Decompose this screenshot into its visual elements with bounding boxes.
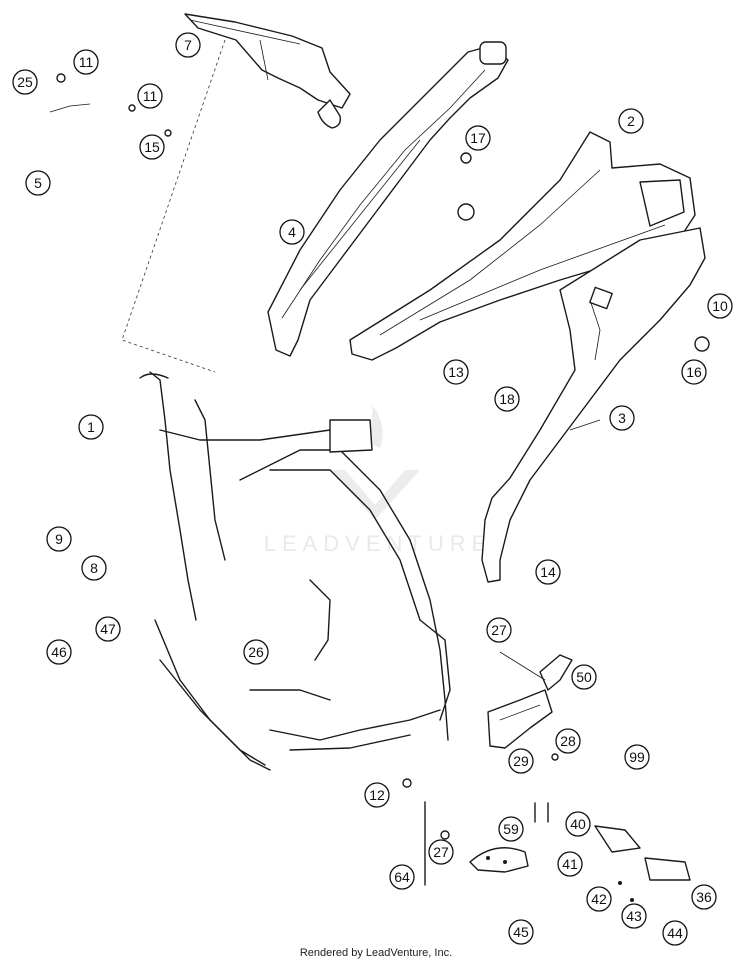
svg-text:11: 11 bbox=[143, 88, 158, 104]
callout-17[interactable]: 17 bbox=[465, 125, 491, 151]
callout-27-second[interactable]: 27 bbox=[428, 839, 454, 865]
callout-13[interactable]: 13 bbox=[443, 359, 469, 385]
callout-12[interactable]: 12 bbox=[364, 782, 390, 808]
svg-text:5: 5 bbox=[34, 175, 42, 191]
svg-text:40: 40 bbox=[570, 816, 586, 832]
callout-42[interactable]: 42 bbox=[586, 886, 612, 912]
svg-text:11: 11 bbox=[79, 54, 94, 70]
svg-text:1: 1 bbox=[87, 419, 95, 435]
svg-text:45: 45 bbox=[513, 924, 529, 940]
svg-text:64: 64 bbox=[394, 869, 410, 885]
svg-text:27: 27 bbox=[491, 622, 507, 638]
svg-text:2: 2 bbox=[627, 113, 635, 129]
svg-text:28: 28 bbox=[560, 733, 576, 749]
callout-28[interactable]: 28 bbox=[555, 728, 581, 754]
leader-line-7 bbox=[121, 39, 226, 373]
callout-59[interactable]: 59 bbox=[498, 816, 524, 842]
svg-text:4: 4 bbox=[288, 224, 296, 240]
callout-16[interactable]: 16 bbox=[681, 359, 707, 385]
svg-text:50: 50 bbox=[576, 669, 592, 685]
svg-text:12: 12 bbox=[369, 787, 385, 803]
callout-3[interactable]: 3 bbox=[609, 405, 635, 431]
watermark-logo-icon bbox=[330, 405, 420, 520]
callout-43[interactable]: 43 bbox=[621, 903, 647, 929]
watermark-text: LEADVENTURE bbox=[264, 531, 493, 556]
svg-text:7: 7 bbox=[184, 37, 192, 53]
callout-64[interactable]: 64 bbox=[389, 864, 415, 890]
svg-text:3: 3 bbox=[618, 410, 626, 426]
callout-4[interactable]: 4 bbox=[279, 219, 305, 245]
footer-credit: Rendered by LeadVenture, Inc. bbox=[300, 947, 452, 959]
svg-text:17: 17 bbox=[470, 130, 486, 146]
callout-99[interactable]: 99 bbox=[624, 744, 650, 770]
callout-45[interactable]: 45 bbox=[508, 919, 534, 945]
callout-44[interactable]: 44 bbox=[662, 920, 688, 946]
callout-11[interactable]: 11 bbox=[73, 49, 99, 75]
svg-text:36: 36 bbox=[696, 889, 712, 905]
svg-text:15: 15 bbox=[144, 139, 160, 155]
callout-41[interactable]: 41 bbox=[557, 851, 583, 877]
svg-text:59: 59 bbox=[503, 821, 519, 837]
svg-text:13: 13 bbox=[448, 364, 464, 380]
callout-50[interactable]: 50 bbox=[571, 664, 597, 690]
callout-10[interactable]: 10 bbox=[707, 293, 733, 319]
part-40-footpeg bbox=[594, 825, 691, 881]
svg-text:47: 47 bbox=[100, 621, 116, 637]
part-2-subframe bbox=[349, 131, 696, 361]
callout-7[interactable]: 7 bbox=[175, 32, 201, 58]
part-1-main-frame bbox=[139, 371, 451, 771]
svg-text:41: 41 bbox=[562, 856, 578, 872]
callout-11-second[interactable]: 11 bbox=[137, 83, 163, 109]
part-29-bracket bbox=[487, 689, 553, 749]
callout-1[interactable]: 1 bbox=[78, 414, 104, 440]
svg-text:99: 99 bbox=[629, 749, 645, 765]
callout-36[interactable]: 36 bbox=[691, 884, 717, 910]
callout-9[interactable]: 9 bbox=[46, 526, 72, 552]
part-50-bracket bbox=[499, 651, 573, 691]
part-3-side-panel bbox=[481, 227, 706, 583]
svg-text:42: 42 bbox=[591, 891, 607, 907]
svg-text:8: 8 bbox=[90, 560, 98, 576]
svg-text:44: 44 bbox=[667, 925, 683, 941]
callout-29[interactable]: 29 bbox=[508, 748, 534, 774]
svg-text:43: 43 bbox=[626, 908, 642, 924]
callout-2[interactable]: 2 bbox=[618, 108, 644, 134]
svg-text:29: 29 bbox=[513, 753, 529, 769]
callout-25[interactable]: 25 bbox=[12, 69, 38, 95]
callout-18[interactable]: 18 bbox=[494, 386, 520, 412]
svg-text:27: 27 bbox=[433, 844, 449, 860]
svg-text:25: 25 bbox=[17, 74, 33, 90]
callout-40[interactable]: 40 bbox=[565, 811, 591, 837]
hardware bbox=[49, 73, 710, 902]
callout-26[interactable]: 26 bbox=[243, 639, 269, 665]
svg-text:10: 10 bbox=[712, 298, 728, 314]
svg-text:14: 14 bbox=[540, 564, 556, 580]
callout-47[interactable]: 47 bbox=[95, 616, 121, 642]
part-7-bracket bbox=[184, 13, 351, 129]
svg-text:26: 26 bbox=[248, 644, 264, 660]
watermark: LEADVENTURE bbox=[264, 405, 493, 556]
callout-5[interactable]: 5 bbox=[25, 170, 51, 196]
callout-46[interactable]: 46 bbox=[46, 639, 72, 665]
part-4-subframe-arm bbox=[267, 41, 509, 357]
callout-14[interactable]: 14 bbox=[535, 559, 561, 585]
callout-8[interactable]: 8 bbox=[81, 555, 107, 581]
callout-27[interactable]: 27 bbox=[486, 617, 512, 643]
svg-text:9: 9 bbox=[55, 531, 63, 547]
svg-text:16: 16 bbox=[686, 364, 702, 380]
svg-text:46: 46 bbox=[51, 644, 67, 660]
svg-text:18: 18 bbox=[499, 391, 515, 407]
callout-15[interactable]: 15 bbox=[139, 134, 165, 160]
part-59-clamp bbox=[469, 847, 529, 873]
